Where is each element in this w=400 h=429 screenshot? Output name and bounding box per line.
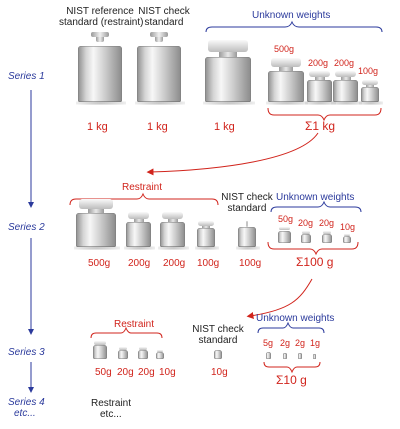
row2-500g-weight xyxy=(74,199,120,250)
row2-10g-weight xyxy=(343,234,351,243)
row3-check-label-line2: standard xyxy=(198,335,238,346)
row2-sum-bracket xyxy=(267,241,359,256)
row2-50g-label: 50g xyxy=(278,214,294,224)
row3-20g-label-a: 20g xyxy=(117,367,134,378)
row3-50g-label: 50g xyxy=(95,367,112,378)
row2-200g-weight-a xyxy=(124,212,155,250)
row1-500g-label: 500g xyxy=(274,44,295,54)
row4-etc-label: etc... xyxy=(100,409,122,420)
sum-symbol: Σ xyxy=(296,255,304,269)
row1-sum-mass: 1 kg xyxy=(312,119,336,133)
unknown-mass-label: 1 kg xyxy=(214,121,235,133)
check-1kg-weight xyxy=(135,32,185,105)
row3-check-mass-label: 10g xyxy=(211,367,228,378)
row2-check-100g-weight xyxy=(236,221,260,250)
row1-100g-weight xyxy=(359,80,383,105)
row3-20g-label-b: 20g xyxy=(138,367,155,378)
row3-10g-weight xyxy=(156,350,164,359)
row1-sum-label: Σ1 kg xyxy=(305,120,335,132)
row3-10g-label: 10g xyxy=(159,367,176,378)
row2-unknown-weights-label: Unknown weights xyxy=(276,192,355,203)
check-standard-label-line2: standard xyxy=(144,17,184,28)
series-1-label: Series 1 xyxy=(8,71,45,82)
row1-sum-bracket xyxy=(267,107,382,122)
row1-unknown-bracket xyxy=(205,20,383,33)
series-3-label: Series 3 xyxy=(8,347,45,358)
row2-unknown-bracket xyxy=(270,200,362,213)
row3-sum-bracket xyxy=(263,361,321,374)
row3-2g-weight-b xyxy=(298,353,302,359)
reference-standard-label-line2: standard (restraint) xyxy=(59,17,144,28)
row1-500g-weight xyxy=(266,58,308,105)
row1-200g-label-b: 200g xyxy=(334,58,355,68)
row2-20g-weight-b xyxy=(322,231,332,243)
row2-200g-weight-b xyxy=(158,212,189,250)
row1-100g-label: 100g xyxy=(358,66,379,76)
row2-200g-label-a: 200g xyxy=(128,258,151,269)
row3-restraint-label: Restraint xyxy=(114,319,155,330)
check-mass-label: 1 kg xyxy=(147,121,168,133)
row1-to-row2-arrow xyxy=(146,132,319,176)
row3-sum-mass: 10 g xyxy=(283,373,307,387)
unknown-1kg-weight xyxy=(203,40,255,105)
row3-check-label-line1: NIST check xyxy=(192,324,244,335)
row1-unknown-weights-label: Unknown weights xyxy=(252,10,331,21)
row3-check-10g-weight xyxy=(214,350,222,359)
row2-sum-mass: 100 g xyxy=(303,255,334,269)
row2-check-mass-label: 100g xyxy=(239,258,262,269)
series-4-label: Series 4 xyxy=(8,397,45,408)
row2-check-label-line2: standard xyxy=(227,203,267,214)
row2-check-label-line1: NIST check xyxy=(221,192,273,203)
row3-50g-weight xyxy=(93,341,107,359)
row2-200g-label-b: 200g xyxy=(163,258,186,269)
row2-20g-label-a: 20g xyxy=(298,218,314,228)
row2-500g-label: 500g xyxy=(88,258,111,269)
row3-1g-weight xyxy=(313,354,316,359)
row3-20g-weight-a xyxy=(118,347,128,359)
row2-10g-label: 10g xyxy=(340,222,356,232)
reference-mass-label: 1 kg xyxy=(87,121,108,133)
row2-sum-label: Σ100 g xyxy=(296,256,333,268)
row3-2g-label-a: 2g xyxy=(280,338,291,348)
row2-100g-label: 100g xyxy=(197,258,220,269)
row2-20g-weight-a xyxy=(301,231,311,243)
row2-20g-label-b: 20g xyxy=(319,218,335,228)
series-2-label: Series 2 xyxy=(8,222,45,233)
row2-restraint-label: Restraint xyxy=(122,182,163,193)
row3-1g-label: 1g xyxy=(310,338,321,348)
row3-5g-label: 5g xyxy=(263,338,274,348)
row4-restraint-label: Restraint xyxy=(91,398,132,409)
row3-unknown-weights-label: Unknown weights xyxy=(256,313,335,324)
sum-symbol: Σ xyxy=(276,373,284,387)
row3-5g-weight xyxy=(266,352,271,359)
row3-2g-weight-a xyxy=(283,353,287,359)
reference-standard-label-line1: NIST reference xyxy=(66,6,134,17)
row3-20g-weight-b xyxy=(138,347,148,359)
row2-50g-weight xyxy=(278,227,291,243)
check-standard-label-line1: NIST check xyxy=(138,6,190,17)
row2-restraint-bracket xyxy=(69,192,219,206)
row1-200g-weight-b xyxy=(331,71,362,105)
series-4-etc-label: etc... xyxy=(14,408,36,419)
row3-unknown-bracket xyxy=(257,321,325,334)
row3-sum-label: Σ10 g xyxy=(276,374,307,386)
sum-symbol: Σ xyxy=(305,119,313,133)
row1-200g-label-a: 200g xyxy=(308,58,329,68)
row1-200g-weight-a xyxy=(305,71,336,105)
row3-2g-label-b: 2g xyxy=(295,338,306,348)
row2-100g-weight xyxy=(195,221,219,250)
row2-to-row3-arrow xyxy=(246,278,313,319)
row3-restraint-bracket xyxy=(90,326,163,339)
reference-1kg-weight xyxy=(76,32,126,105)
